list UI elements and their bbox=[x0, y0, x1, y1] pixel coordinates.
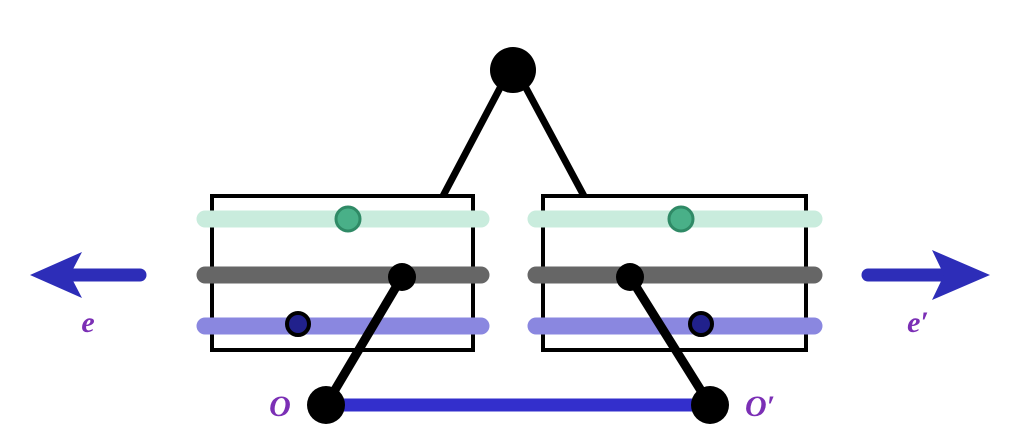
green-marker-left bbox=[334, 205, 362, 233]
left-detector-box bbox=[196, 194, 490, 352]
right-arrow-label: e′ bbox=[907, 306, 929, 339]
right-arrow-head bbox=[932, 250, 990, 300]
left-velocity-arrow bbox=[30, 252, 147, 298]
apex-to-right-box-line bbox=[522, 86, 588, 198]
source-event-node bbox=[490, 47, 536, 93]
gray-band-node-right bbox=[616, 263, 644, 291]
label-o: O bbox=[269, 390, 291, 423]
right-detector-box bbox=[527, 194, 823, 352]
left-arrow-label: e bbox=[81, 306, 94, 339]
gray-band-node-left bbox=[388, 263, 416, 291]
green-marker-right bbox=[667, 205, 695, 233]
observer-node-o bbox=[307, 386, 345, 424]
apex-to-left-box-line bbox=[439, 86, 504, 198]
observer-node-o-prime bbox=[691, 386, 729, 424]
worldline-left bbox=[322, 274, 406, 408]
right-velocity-arrow bbox=[861, 250, 990, 300]
label-o-prime: O′ bbox=[745, 390, 775, 423]
worldline-right bbox=[626, 274, 714, 408]
navy-marker-right bbox=[688, 311, 714, 337]
left-arrow-head bbox=[30, 252, 82, 298]
navy-marker-left bbox=[285, 311, 311, 337]
